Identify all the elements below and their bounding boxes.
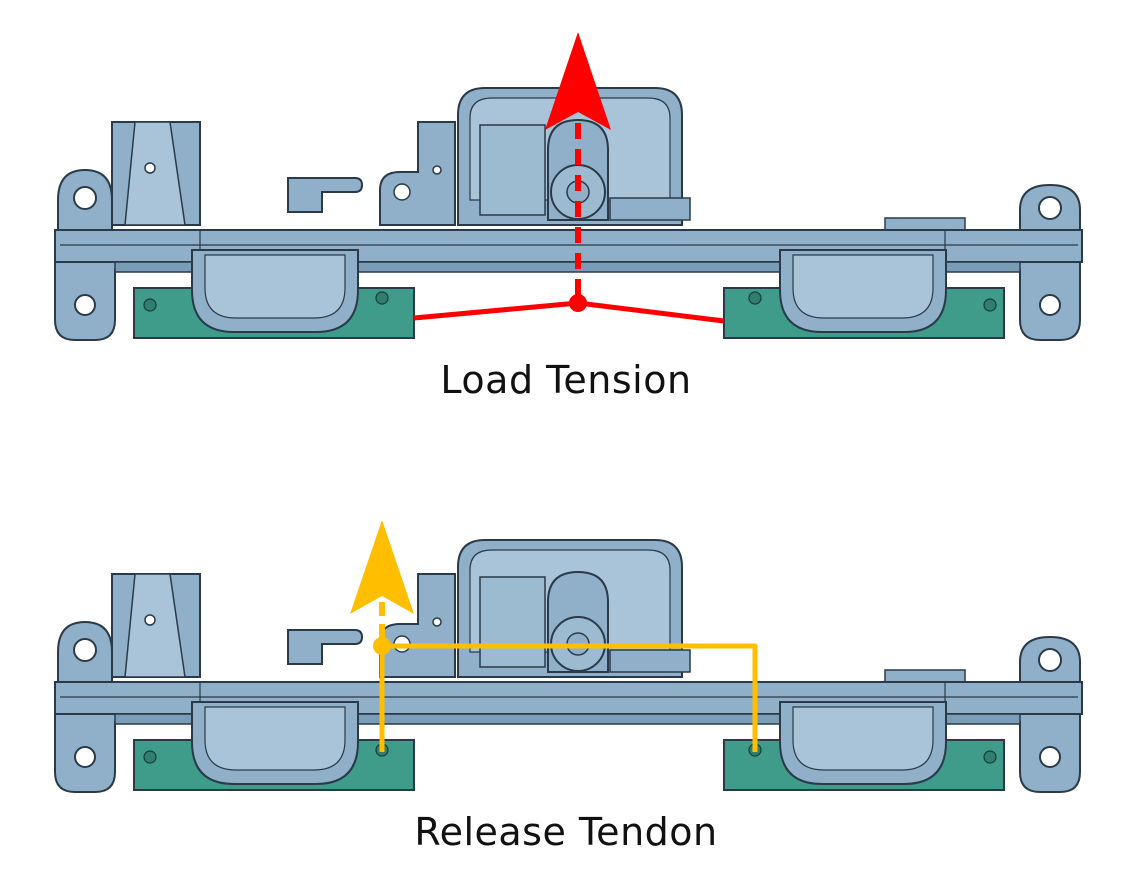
caption-load-tension: Load Tension: [440, 358, 692, 402]
up-arrow-icon: [545, 32, 611, 130]
caption-release-tendon: Release Tendon: [414, 810, 718, 854]
load-tension-path: [413, 32, 725, 324]
release-tendon-path: [350, 520, 758, 752]
mechanism-bottom: [54, 539, 1083, 793]
up-arrow-icon: [350, 520, 414, 614]
